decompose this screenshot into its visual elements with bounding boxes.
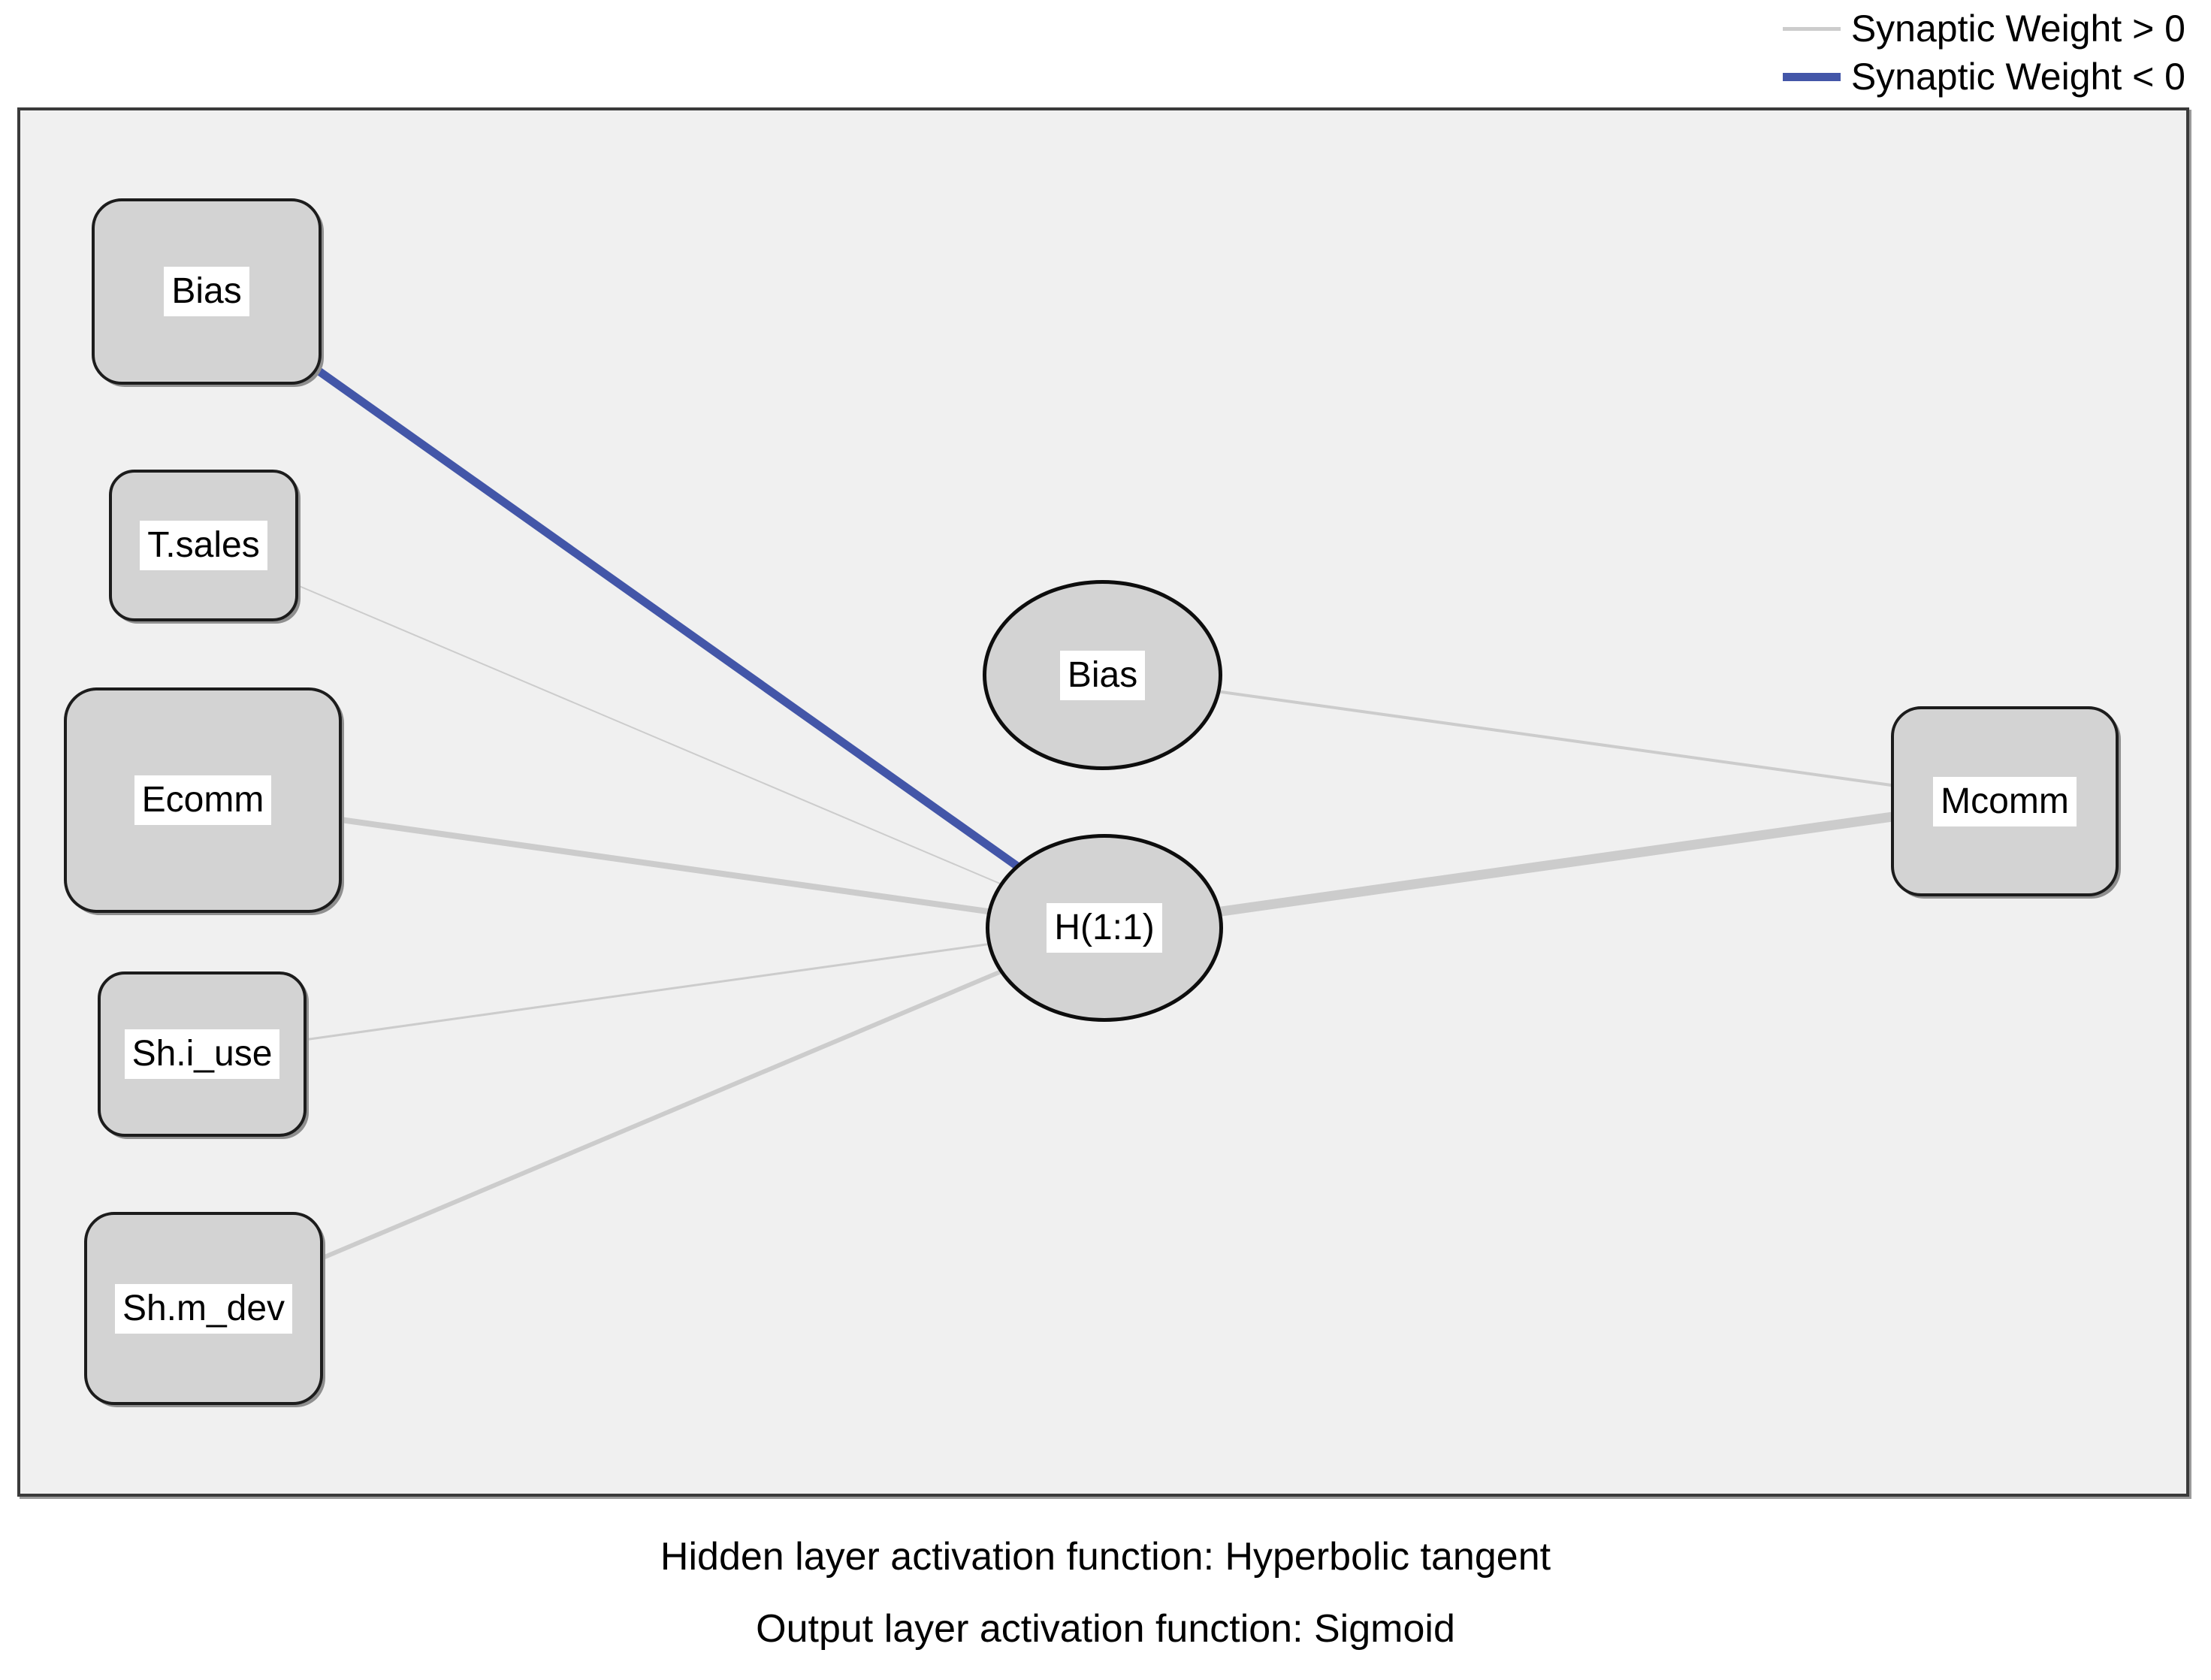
input-node-shiuse: Sh.i_use: [98, 971, 307, 1137]
legend-label-positive: Synaptic Weight > 0: [1850, 8, 2185, 50]
positive-weight-line-swatch: [1782, 26, 1841, 31]
output-node-mcomm: Mcomm: [1891, 706, 2119, 896]
hidden-node-h11-label: H(1:1): [1047, 903, 1162, 953]
input-node-ecomm-label: Ecomm: [134, 775, 272, 825]
output-node-mcomm-label: Mcomm: [1933, 776, 2077, 826]
input-node-shmdev-label: Sh.m_dev: [114, 1283, 293, 1334]
hidden-node-bias: Bias: [983, 580, 1222, 770]
hidden-node-bias-label: Bias: [1059, 650, 1146, 700]
input-node-tsales-label: T.sales: [140, 521, 267, 570]
negative-weight-line-swatch: [1782, 72, 1841, 81]
input-node-shmdev: Sh.m_dev: [84, 1212, 323, 1405]
input-node-bias: Bias: [92, 198, 322, 385]
input-node-ecomm: Ecomm: [64, 687, 342, 913]
output-layer-activation-footnote: Output layer activation function: Sigmoi…: [756, 1607, 1455, 1651]
diagram-frame: [17, 107, 2189, 1497]
hidden-layer-activation-footnote: Hidden layer activation function: Hyperb…: [660, 1535, 1551, 1579]
hidden-node-h11: H(1:1): [986, 834, 1223, 1022]
legend-label-negative: Synaptic Weight < 0: [1850, 56, 2185, 98]
input-node-shiuse-label: Sh.i_use: [124, 1029, 280, 1079]
legend-row-positive: Synaptic Weight > 0: [1782, 8, 2185, 50]
legend-row-negative: Synaptic Weight < 0: [1782, 56, 2185, 98]
input-node-bias-label: Bias: [164, 267, 249, 316]
input-node-tsales: T.sales: [109, 470, 298, 621]
legend: Synaptic Weight > 0 Synaptic Weight < 0: [1782, 8, 2185, 98]
